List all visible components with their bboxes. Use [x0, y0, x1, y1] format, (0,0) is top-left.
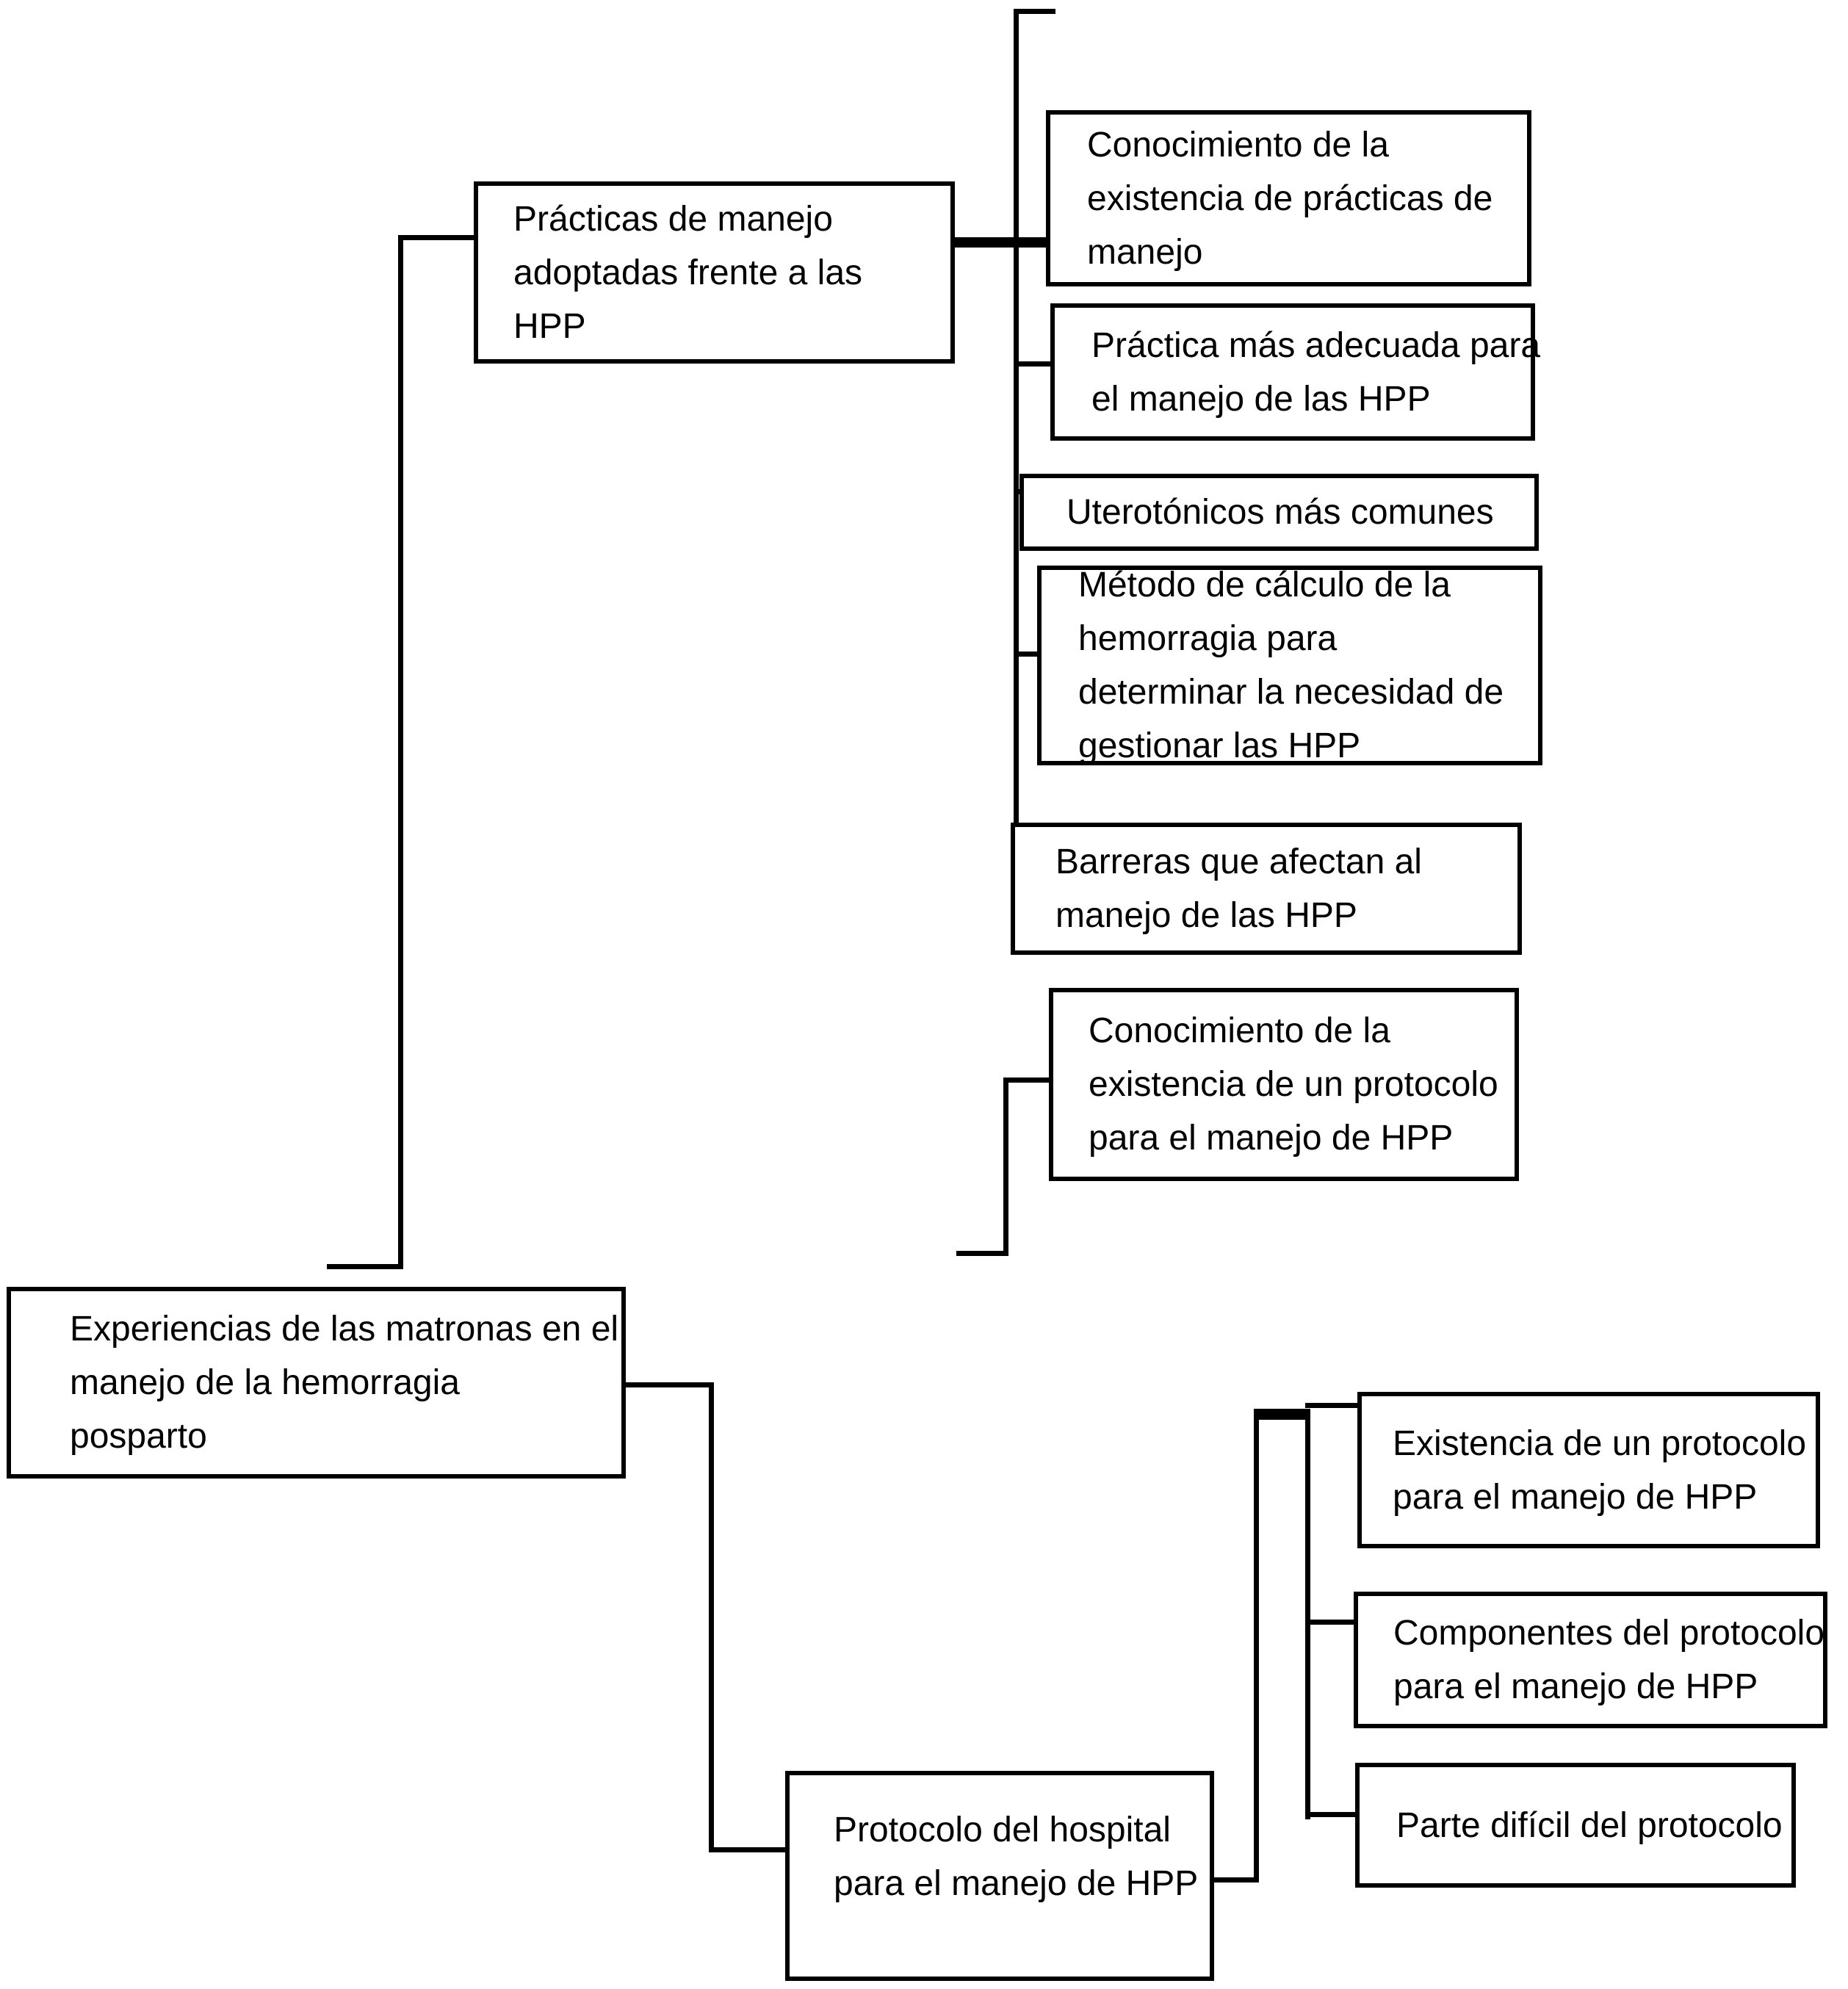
node-parte-dificil-protocolo: Parte difícil del protocolo	[1355, 1763, 1796, 1888]
connector-stub-componentes	[1305, 1620, 1354, 1625]
node-protocolo-del-hospital: Protocolo del hospital para el manejo de…	[785, 1771, 1214, 1981]
connector-protocolo-out	[1214, 1877, 1259, 1882]
node-conocimiento-practicas: Conocimiento de la existencia de práctic…	[1046, 110, 1531, 286]
connector-stub-practica-adecuada	[1014, 361, 1050, 367]
node-uterotonicos-mas-comunes: Uterotónicos más comunes	[1019, 474, 1539, 551]
connector-practicas-left	[398, 235, 479, 240]
connector-trunk-top-stub	[1014, 9, 1055, 14]
connector-top-branch-trunk	[1014, 9, 1019, 823]
connector-root-elbow-vertical	[709, 1382, 714, 1852]
connector-practicas-to-trunk	[955, 237, 1046, 248]
node-experiencias-matronas: Experiencias de las matronas en el manej…	[7, 1287, 626, 1479]
connector-left-bracket-vertical	[398, 235, 403, 1269]
connector-bottom-trunk-children	[1305, 1412, 1310, 1819]
node-practicas-de-manejo: Prácticas de manejo adoptadas frente a l…	[474, 181, 955, 364]
connector-protocolo-in	[709, 1847, 785, 1852]
node-conocimiento-protocolo: Conocimiento de la existencia de un prot…	[1049, 988, 1519, 1181]
connector-stub-conocimiento-protocolo	[1003, 1077, 1049, 1083]
node-practica-mas-adecuada: Práctica más adecuada para el manejo de …	[1050, 303, 1540, 441]
connector-stub-uterotonicos	[1014, 489, 1024, 494]
connector-stub-metodo-calculo	[1014, 651, 1042, 657]
connector-bottom-trunk-parent	[1254, 1412, 1259, 1882]
connector-stub-parte-dificil	[1305, 1812, 1355, 1817]
connector-stub-existencia	[1305, 1403, 1357, 1408]
connector-bottom-trunk-top-bar	[1254, 1409, 1310, 1420]
node-barreras: Barreras que afectan al manejo de las HP…	[1011, 823, 1522, 955]
connector-root-right	[626, 1382, 714, 1387]
node-metodo-de-calculo: Método de cálculo de la hemorragia para …	[1037, 566, 1542, 765]
connector-conocimiento-protocolo-bottom-stub	[956, 1251, 1008, 1256]
connector-left-bracket-bottom-stub	[327, 1264, 403, 1269]
connector-conocimiento-protocolo-vertical	[1003, 1077, 1008, 1256]
node-componentes-protocolo: Componentes del protocolo para el manejo…	[1354, 1592, 1827, 1728]
node-existencia-protocolo: Existencia de un protocolo para el manej…	[1357, 1392, 1820, 1548]
